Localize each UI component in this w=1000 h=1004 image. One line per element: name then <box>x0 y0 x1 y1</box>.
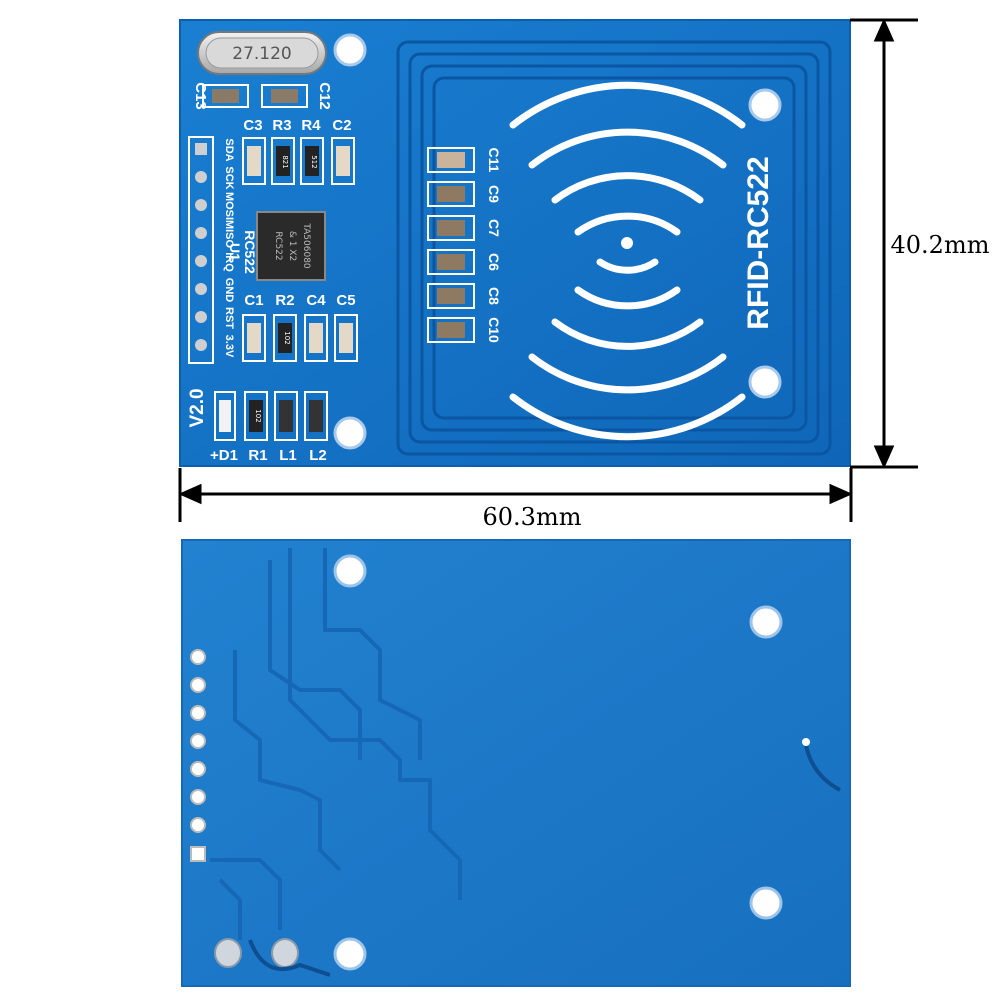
rfid-waves-icon <box>509 81 746 441</box>
label-c6: C6 <box>486 253 502 271</box>
label-r3: R3 <box>272 117 291 134</box>
back-header-pins <box>190 649 206 862</box>
back-traces <box>210 548 462 940</box>
label-c13: C13 <box>192 82 209 110</box>
header-pins <box>188 136 214 364</box>
rc522-chip: RC522 & 1 X2 TA506080 RC522 U1 <box>227 211 326 281</box>
antenna-coil <box>396 40 832 456</box>
label-r1: R1 <box>248 447 267 464</box>
mounting-hole-icon <box>333 33 782 450</box>
res-code-r4: 512 <box>310 155 318 168</box>
pin-label-rst: RST <box>223 307 235 329</box>
label-c10: C10 <box>486 317 502 343</box>
label-c2: C2 <box>332 117 351 134</box>
label-u1: U1 <box>227 243 243 261</box>
solder-joints <box>214 938 331 977</box>
antenna-via <box>802 738 810 746</box>
label-c11: C11 <box>486 148 502 173</box>
back-board-substrate <box>181 539 851 987</box>
label-rc522: RC522 <box>242 230 258 274</box>
pin-label-miso: MISO <box>223 220 235 249</box>
width-dimension <box>178 468 853 522</box>
antenna-wire <box>804 744 841 792</box>
pin-labels: SDA SCK MOSI MISO IRQ GND RST 3.3V <box>223 138 235 358</box>
label-d1: +D1 <box>210 447 238 464</box>
back-mounting-holes <box>333 554 783 971</box>
back-board <box>181 539 851 987</box>
pin-label-irq: IRQ <box>223 252 235 272</box>
caps-top: C13 C12 <box>192 82 333 110</box>
res-code-r1: 102 <box>254 409 262 422</box>
width-label: 60.3mm <box>483 503 582 531</box>
label-c7: C7 <box>486 219 502 237</box>
pin-label-sda: SDA <box>223 138 235 161</box>
crystal-oscillator: 27.120 <box>197 31 327 75</box>
height-label: 40.2mm <box>891 231 990 259</box>
component-row-1: C3 R3 R4 C2 821 512 <box>242 117 355 185</box>
board-title: RFID-RC522 <box>742 156 775 329</box>
pin-label-gnd: GND <box>223 278 235 303</box>
front-board: 27.120 C13 C12 C3 R3 R4 C2 <box>179 19 851 467</box>
version-label: V2.0 <box>187 388 208 427</box>
component-row-3: 102 +D1 R1 L1 L2 <box>210 391 328 464</box>
pin-label-3v3: 3.3V <box>223 335 235 358</box>
label-c9: C9 <box>486 185 502 203</box>
chip-line-1: RC522 <box>273 231 283 260</box>
label-c5: C5 <box>336 292 355 309</box>
component-row-2: C1 R2 C4 C5 102 <box>242 292 358 362</box>
label-c8: C8 <box>486 287 502 305</box>
label-l2: L2 <box>309 447 327 464</box>
label-c3: C3 <box>243 117 262 134</box>
height-dimension <box>850 18 918 469</box>
res-code-r3: 821 <box>281 155 289 168</box>
chip-line-2: & 1 X2 <box>287 231 297 261</box>
res-code-r2: 102 <box>283 331 291 344</box>
antenna-caps: C11 C9 C7 C6 C8 C10 <box>427 147 502 343</box>
label-c1: C1 <box>244 292 263 309</box>
chip-line-3: TA506080 <box>301 222 311 269</box>
label-r4: R4 <box>301 117 321 134</box>
crystal-label: 27.120 <box>232 44 291 64</box>
label-c4: C4 <box>306 292 326 309</box>
label-l1: L1 <box>279 447 297 464</box>
pin-label-mosi: MOSI <box>223 192 235 220</box>
label-r2: R2 <box>275 292 294 309</box>
label-c12: C12 <box>316 82 333 110</box>
pin-label-sck: SCK <box>223 166 235 189</box>
